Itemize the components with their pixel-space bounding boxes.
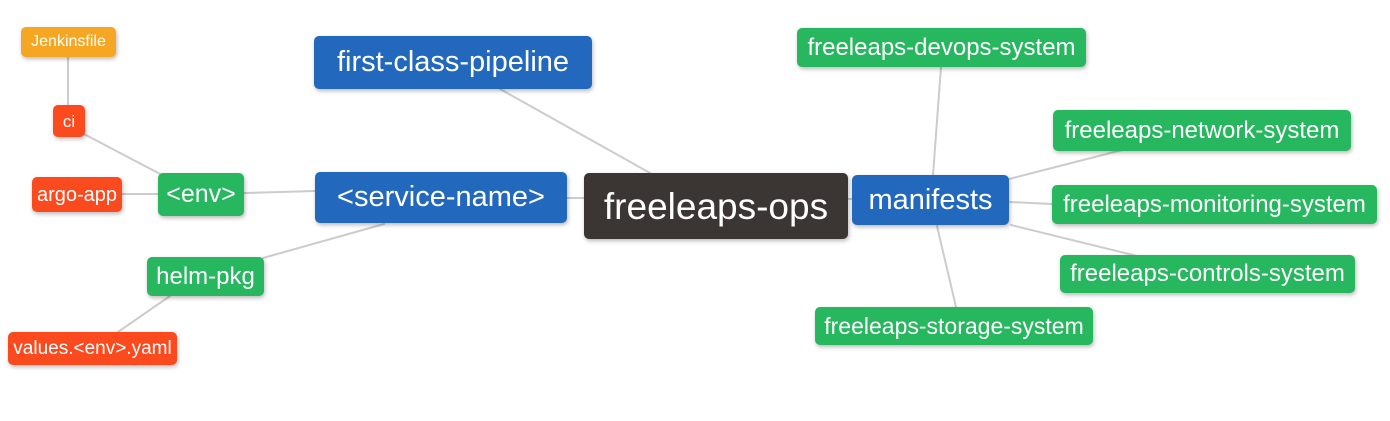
node-freeleaps-storage-system[interactable]: freeleaps-storage-system	[815, 307, 1093, 345]
edge-manifests-freeleaps-monitoring-system	[1009, 201, 1053, 205]
node-freeleaps-monitoring-system[interactable]: freeleaps-monitoring-system	[1052, 185, 1377, 224]
node-env[interactable]: <env>	[158, 173, 244, 216]
edge-env-service-name	[243, 190, 316, 194]
node-freeleaps-controls-system[interactable]: freeleaps-controls-system	[1060, 255, 1355, 293]
edge-first-class-pipeline-freeleaps-ops	[499, 88, 651, 174]
edge-manifests-freeleaps-network-system	[1008, 149, 1123, 180]
edge-ci-env	[83, 133, 165, 177]
edge-manifests-freeleaps-controls-system	[1010, 224, 1138, 257]
node-first-class-pipeline[interactable]: first-class-pipeline	[314, 36, 592, 89]
node-freeleaps-devops-system[interactable]: freeleaps-devops-system	[797, 28, 1086, 67]
node-freeleaps-network-system[interactable]: freeleaps-network-system	[1053, 110, 1351, 151]
edge-helm-pkg-service-name	[262, 223, 385, 259]
node-ci[interactable]: ci	[53, 105, 85, 137]
node-argo-app[interactable]: argo-app	[32, 177, 122, 212]
node-manifests[interactable]: manifests	[852, 175, 1009, 225]
node-service-name[interactable]: <service-name>	[315, 172, 567, 223]
node-freeleaps-ops[interactable]: freeleaps-ops	[584, 173, 848, 239]
node-jenkinsfile[interactable]: Jenkinsfile	[21, 27, 116, 57]
edge-values-env-yaml-helm-pkg	[117, 295, 171, 333]
node-helm-pkg[interactable]: helm-pkg	[147, 257, 264, 296]
edge-manifests-freeleaps-storage-system	[936, 225, 957, 308]
node-values-env-yaml[interactable]: values.<env>.yaml	[8, 332, 177, 365]
edge-manifests-freeleaps-devops-system	[932, 66, 942, 176]
